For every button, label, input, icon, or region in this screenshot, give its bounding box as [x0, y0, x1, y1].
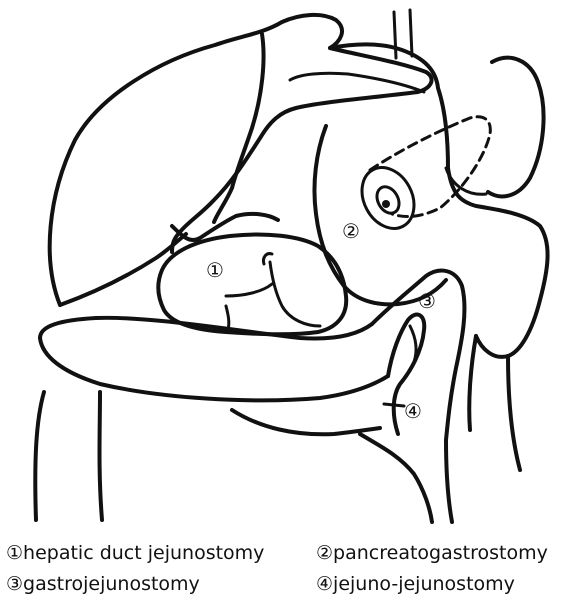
marker-1: ①: [206, 258, 224, 282]
pancreatic-stump: [352, 158, 424, 237]
marker-3: ③: [418, 289, 436, 313]
legend: ①hepatic duct jejunostomy ②pancreatogast…: [6, 538, 572, 600]
jejunum-descending-2: [35, 392, 44, 520]
legend-item-pancreatogastrostomy: ②pancreatogastrostomy: [316, 538, 548, 569]
legend-label: hepatic duct jejunostomy: [23, 542, 264, 564]
liver-inner-fold: [290, 73, 424, 92]
efferent-loop-stoma: [410, 326, 416, 362]
marker-4: ④: [404, 399, 422, 423]
pancreatic-duct: [382, 200, 390, 208]
legend-label: pancreatogastrostomy: [333, 542, 548, 564]
legend-row-1: ①hepatic duct jejunostomy ②pancreatogast…: [6, 538, 572, 569]
vessel-1: [394, 12, 396, 58]
legend-symbol: ①: [6, 542, 23, 564]
liver-lower-edge: [60, 234, 186, 305]
stomach-right-lobe: [488, 58, 544, 197]
legend-item-gastrojejunostomy: ③gastrojejunostomy: [6, 569, 316, 600]
marker-2: ②: [342, 219, 360, 243]
lower-loop: [232, 410, 380, 434]
jejunal-limb-inner: [226, 306, 229, 330]
right-tail-1: [469, 336, 476, 430]
jejunal-limb-fold: [226, 254, 320, 326]
legend-symbol: ②: [316, 542, 333, 564]
legend-symbol: ④: [316, 573, 333, 595]
legend-label: jejuno-jejunostomy: [333, 573, 515, 595]
legend-label: gastrojejunostomy: [23, 573, 200, 595]
right-tail-2: [508, 356, 520, 470]
jejunum-descending: [100, 392, 103, 520]
legend-row-2: ③gastrojejunostomy ④jejuno-jejunostomy: [6, 569, 572, 600]
jejuno-jejunal-line: [384, 404, 404, 406]
legend-symbol: ③: [6, 573, 23, 595]
roux-limb: [360, 434, 432, 522]
legend-item-hepatic-duct-jejunostomy: ①hepatic duct jejunostomy: [6, 538, 316, 569]
pancreatic-duct-ring: [373, 183, 404, 217]
jejunal-limb-outline: [158, 234, 346, 334]
jejunum-lower: [40, 338, 388, 400]
legend-item-jejuno-jejunostomy: ④jejuno-jejunostomy: [316, 569, 515, 600]
vessel-2: [410, 10, 412, 56]
